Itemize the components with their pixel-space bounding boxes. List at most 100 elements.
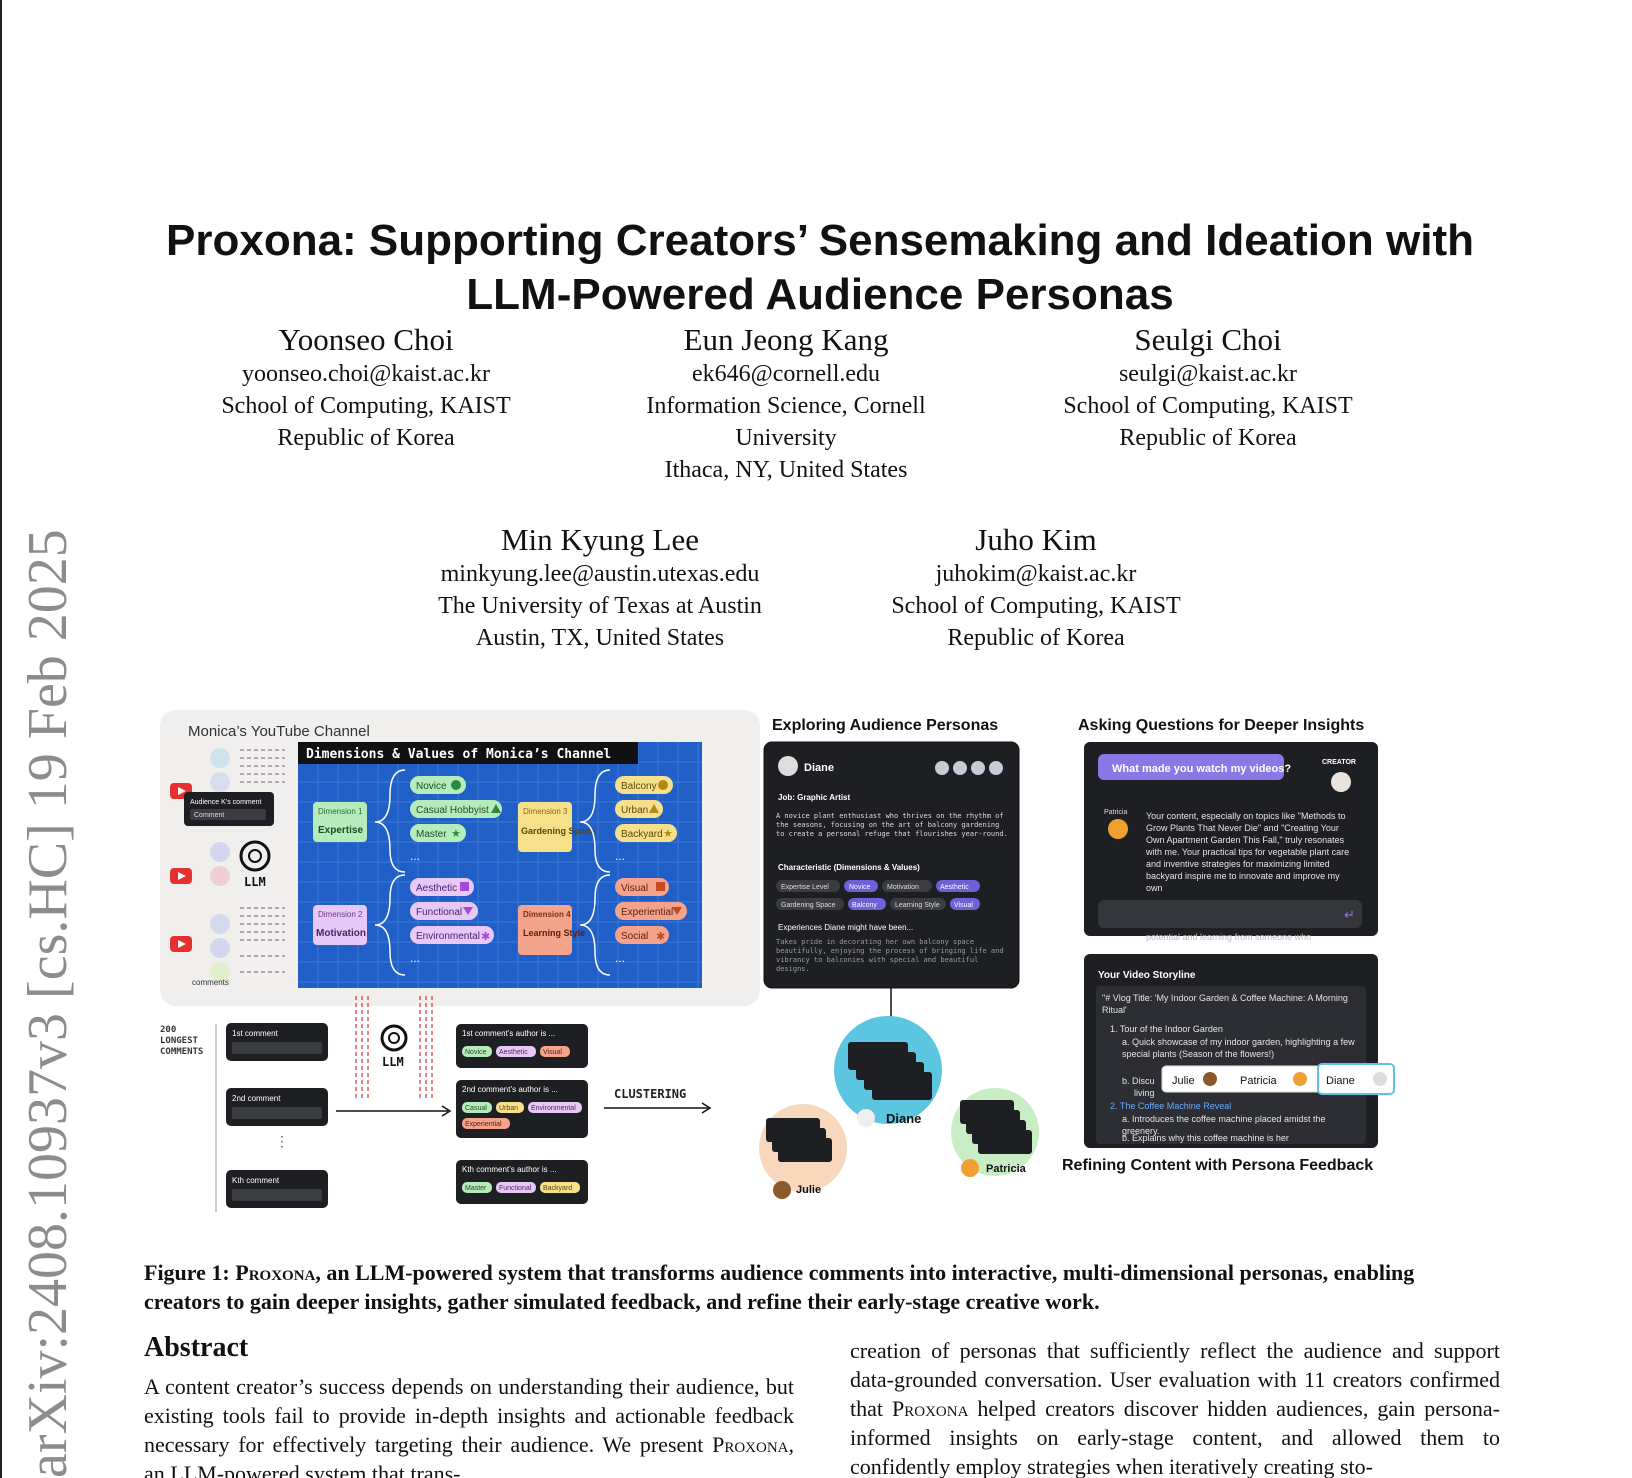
audience-comment-label: Audience K’s comment <box>190 799 262 806</box>
abstract-left-column: A content creator’s success depends on u… <box>144 1372 794 1478</box>
author-card: 2nd comment’s author is ... Casual Urban… <box>456 1080 588 1138</box>
author-card: Kth comment’s author is ... Master Funct… <box>456 1160 588 1204</box>
llm-logo-icon <box>239 840 271 872</box>
author-name: Eun Jeong Kang <box>683 322 889 357</box>
svg-text:Expertise: Expertise <box>318 825 363 836</box>
persona-chip-patricia[interactable]: Patricia <box>1240 1072 1307 1087</box>
svg-text:Novice: Novice <box>416 781 447 792</box>
channel-title: Monica’s YouTube Channel <box>188 723 370 740</box>
answer-speaker: Patricia <box>1104 809 1127 816</box>
svg-text:Social: Social <box>621 931 648 942</box>
svg-text:Kth comment: Kth comment <box>232 1176 280 1185</box>
persona-chip-bar: Julie Patricia Diane <box>1161 1063 1395 1095</box>
svg-text:...: ... <box>410 849 420 863</box>
figure-caption: Figure 1: Proxona, an LLM-powered system… <box>144 1258 1494 1316</box>
dimension-2-values: Aesthetic Functional Environmental✱ ... <box>410 878 494 965</box>
author-block-5: Juho Kim juhokim@kaist.ac.kr School of C… <box>816 522 1256 654</box>
svg-text:Novice: Novice <box>849 884 871 891</box>
persona-bio: A novice plant enthusiast who thrives on… <box>776 812 1008 838</box>
svg-text:Backyard: Backyard <box>621 829 663 840</box>
svg-text:Environmental: Environmental <box>416 931 480 942</box>
persona-characteristics: Expertise Level Novice Motivation Aesthe… <box>776 880 980 910</box>
clustering-label: CLUSTERING <box>614 1087 686 1101</box>
author-location: Ithaca, NY, United States <box>664 457 908 483</box>
storyline-title: Your Video Storyline <box>1098 970 1196 981</box>
exploring-title: Exploring Audience Personas <box>772 717 998 734</box>
svg-text:Dimension 1: Dimension 1 <box>318 807 363 816</box>
author-email: juhokim@kaist.ac.kr <box>935 561 1137 587</box>
svg-text:Balcony: Balcony <box>621 781 657 792</box>
svg-text:Backyard: Backyard <box>543 1185 572 1192</box>
abstract-text: helped creators discover hidden audience… <box>850 1396 1500 1478</box>
svg-text:Gardening Space: Gardening Space <box>521 826 595 836</box>
dimension-1: Dimension 1 Expertise <box>313 802 367 842</box>
caption-label: Figure 1: <box>144 1260 230 1285</box>
dog-avatar-icon <box>778 756 798 776</box>
abstract-heading: Abstract <box>144 1332 249 1363</box>
characteristic-title: Characteristic (Dimensions & Values) <box>778 863 920 872</box>
author-country: Republic of Korea <box>1119 425 1297 451</box>
cat-avatar-icon <box>1293 1072 1307 1086</box>
svg-text:Casual Hobbyist: Casual Hobbyist <box>416 805 489 816</box>
author-block-1: Yoonseo Choi yoonseo.choi@kaist.ac.kr Sc… <box>146 322 586 454</box>
author-email: minkyung.lee@austin.utexas.edu <box>440 561 760 587</box>
dimension-1-values: Novice Casual Hobbyist Master★ ... <box>410 776 502 863</box>
left-margin-rule <box>0 0 2 1478</box>
dashed-connectors <box>355 996 433 1100</box>
svg-text:Kth comment’s author is ...: Kth comment’s author is ... <box>462 1165 557 1174</box>
send-icon[interactable]: ↵ <box>1344 907 1355 922</box>
author-affiliation: Information Science, Cornell <box>646 393 926 419</box>
cat-avatar-icon <box>961 1159 979 1177</box>
dimension-3: Dimension 3 Gardening Space <box>518 802 595 852</box>
question-text: What made you watch my videos? <box>1112 763 1291 775</box>
author-country: Republic of Korea <box>277 425 455 451</box>
svg-text:Balcony: Balcony <box>852 902 877 909</box>
chat-panel <box>1084 742 1378 936</box>
author-email: seulgi@kaist.ac.kr <box>1118 361 1298 387</box>
svg-text:✱: ✱ <box>656 931 665 943</box>
paper-title: Proxona: Supporting Creators’ Sensemakin… <box>166 216 1474 319</box>
dog-avatar-icon <box>1373 1072 1387 1086</box>
dimension-4-values: Visual Experiential Social✱ ... <box>615 878 687 965</box>
author-affiliation-cont: University <box>735 425 837 451</box>
comment-card: 1st comment <box>226 1023 328 1061</box>
svg-text:Visual: Visual <box>543 1049 562 1056</box>
svg-text:Visual: Visual <box>954 902 973 909</box>
caption-text: , an LLM-powered system that transforms … <box>144 1260 1415 1314</box>
creator-avatar-icon <box>1331 772 1351 792</box>
comment-card: Kth comment <box>226 1170 328 1208</box>
svg-text:b. Explains why this coffee ma: b. Explains why this coffee machine is h… <box>1122 1133 1289 1143</box>
author-email: yoonseo.choi@kaist.ac.kr <box>241 361 491 387</box>
persona-chip-julie[interactable]: Julie <box>1172 1072 1217 1087</box>
youtube-icon <box>170 936 192 952</box>
cluster-cards <box>766 1042 1032 1162</box>
svg-text:✱: ✱ <box>481 931 490 943</box>
persona-switcher[interactable] <box>935 761 1003 775</box>
svg-text:2. The Coffee Machine Reveal: 2. The Coffee Machine Reveal <box>1110 1101 1231 1111</box>
svg-text:Patricia: Patricia <box>1240 1075 1278 1087</box>
svg-text:...: ... <box>410 951 420 965</box>
answer-tail: potential and learning from someone who <box>1146 932 1311 942</box>
svg-text:...: ... <box>615 849 625 863</box>
svg-text:2nd comment: 2nd comment <box>232 1094 281 1103</box>
svg-text:living: living <box>1134 1088 1155 1098</box>
svg-text:Visual: Visual <box>621 883 648 894</box>
refining-title: Refining Content with Persona Feedback <box>1062 1157 1373 1174</box>
svg-text:Learning Style: Learning Style <box>523 928 585 938</box>
abstract-text: A content creator’s success depends on u… <box>144 1374 794 1457</box>
bear-avatar-icon <box>773 1181 791 1199</box>
svg-text:Motivation: Motivation <box>316 928 366 939</box>
chat-input[interactable] <box>1098 900 1362 928</box>
author-location: Austin, TX, United States <box>475 625 725 651</box>
cat-avatar-icon <box>1108 819 1128 839</box>
asking-title: Asking Questions for Deeper Insights <box>1078 717 1364 734</box>
dog-avatar-icon <box>857 1109 875 1127</box>
author-affiliation: School of Computing, KAIST <box>221 393 511 419</box>
svg-text:1st comment: 1st comment <box>232 1029 279 1038</box>
persona-chip-diane[interactable]: Diane <box>1317 1063 1395 1095</box>
comment-label: Comment <box>194 812 224 819</box>
svg-text:Casual: Casual <box>465 1105 487 1112</box>
svg-text:Functional: Functional <box>416 907 462 918</box>
author-card: 1st comment’s author is ... Novice Aesth… <box>456 1024 588 1068</box>
dimensions-title-bar <box>298 742 638 764</box>
